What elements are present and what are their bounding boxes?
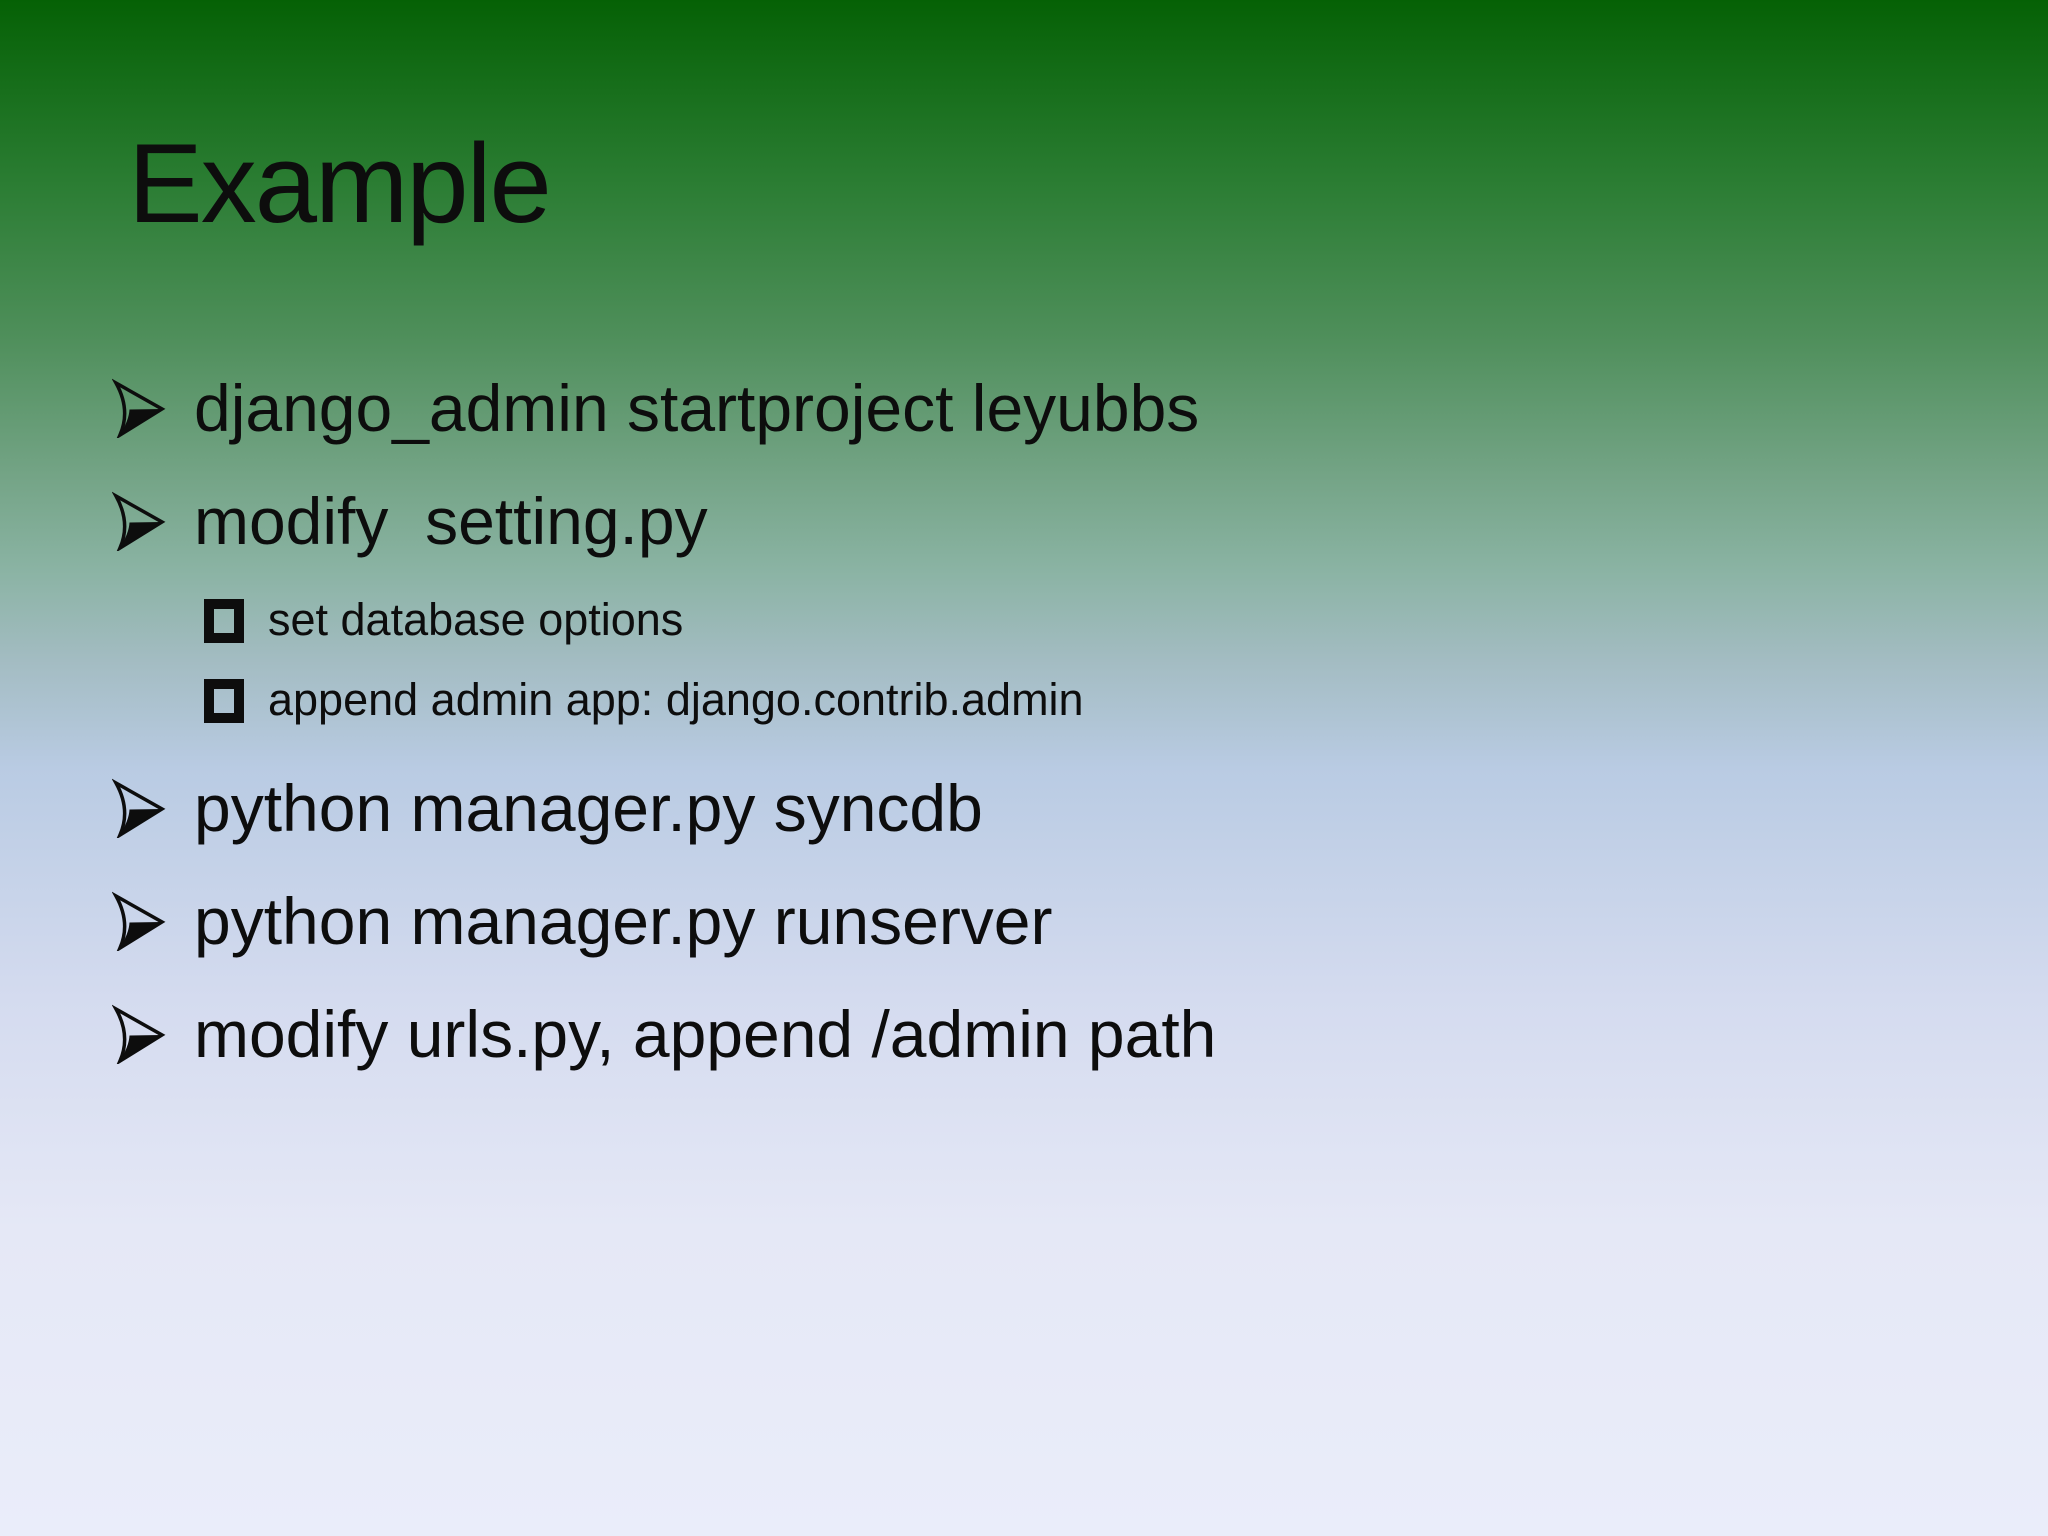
arrowhead-bullet-icon <box>112 891 166 951</box>
bullet-text: set database options <box>268 593 684 645</box>
arrowhead-bullet-icon <box>112 1004 166 1064</box>
bullet-item: modify urls.py, append /admin path <box>112 992 1988 1078</box>
bullet-list: django_admin startproject leyubbs modify… <box>112 366 1988 1104</box>
square-bullet-icon <box>204 678 244 723</box>
bullet-item: python manager.py syncdb <box>112 766 1988 852</box>
bullet-item: modify setting.py <box>112 479 1988 565</box>
bullet-item: python manager.py runserver <box>112 879 1988 965</box>
arrowhead-bullet-icon <box>112 778 166 839</box>
bullet-text: modify setting.py <box>194 483 708 558</box>
bullet-item: append admin app: django.contrib.admin <box>200 672 1988 728</box>
bullet-text: modify urls.py, append /admin path <box>194 996 1217 1071</box>
slide-title: Example <box>128 121 552 246</box>
arrowhead-bullet-icon <box>112 378 166 438</box>
bullet-item: django_admin startproject leyubbs <box>112 366 1988 452</box>
bullet-text: python manager.py syncdb <box>194 771 983 846</box>
bullet-text: django_admin startproject leyubbs <box>194 371 1200 445</box>
bullet-text: python manager.py runserver <box>194 883 1053 958</box>
bullet-item: set database options <box>200 592 1988 648</box>
arrowhead-bullet-icon <box>112 491 166 551</box>
square-bullet-icon <box>204 598 244 643</box>
bullet-text: append admin app: django.contrib.admin <box>268 673 1084 725</box>
